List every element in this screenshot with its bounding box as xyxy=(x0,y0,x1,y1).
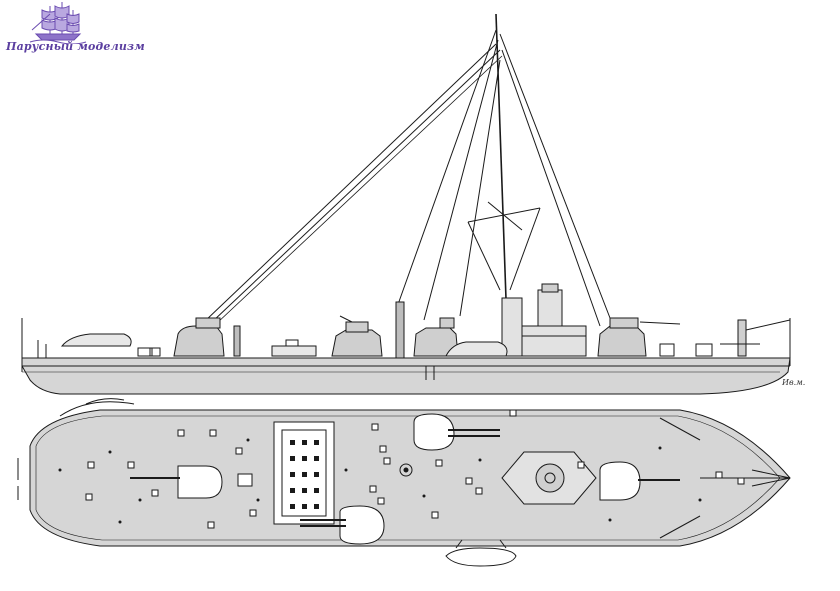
sailing-ship-icon xyxy=(29,2,87,44)
lifeboat-plan xyxy=(445,547,517,567)
deck-plan-view xyxy=(17,398,791,567)
turret-midship xyxy=(331,329,383,357)
turret-aft xyxy=(173,325,225,357)
turret-plan-aft xyxy=(177,465,223,499)
turret-plan-bow xyxy=(599,461,641,501)
funnel xyxy=(395,301,405,359)
derrick-boom xyxy=(203,43,497,323)
bridge xyxy=(519,325,587,357)
hull-side xyxy=(21,357,791,395)
lifeboat-aft xyxy=(60,333,132,347)
draftsman-signature: Ив.м. xyxy=(782,378,806,387)
side-elevation-view xyxy=(21,13,791,395)
turret-bow xyxy=(597,325,647,357)
logo-text: Парусный моделизм xyxy=(6,40,145,53)
site-logo: Парусный моделизм xyxy=(2,0,145,58)
lifeboat-mid xyxy=(445,341,508,357)
turret-plan-midship xyxy=(413,413,455,451)
turret-plan-lower xyxy=(339,505,385,545)
